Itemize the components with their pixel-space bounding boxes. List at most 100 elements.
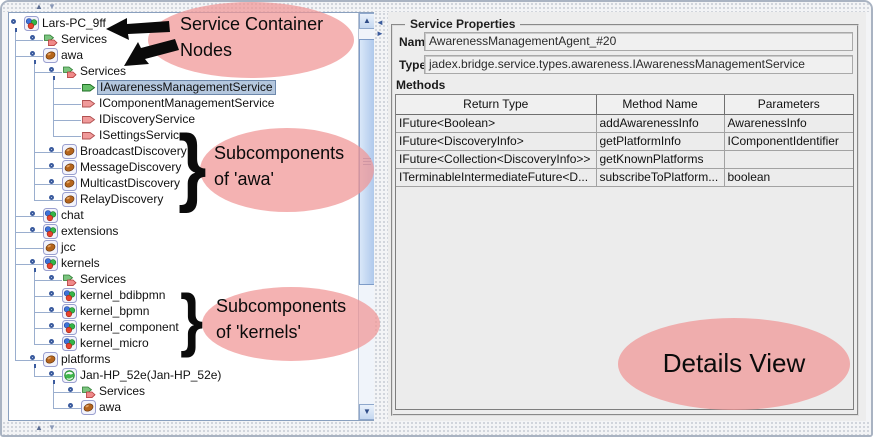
methods-table-cell[interactable]: ITerminableIntermediateFuture<D...	[396, 168, 597, 187]
methods-table-cell[interactable]: subscribeToPlatform...	[596, 168, 725, 187]
tree-node-label[interactable]: awa	[61, 48, 84, 62]
tree-expand-handle-icon[interactable]	[49, 307, 54, 312]
scroll-down-button[interactable]: ▼	[359, 404, 375, 420]
tree-node-services[interactable]: Services	[9, 64, 358, 80]
tree-node-label[interactable]: Services	[80, 272, 127, 286]
methods-table-cell[interactable]: getPlatformInfo	[596, 132, 725, 151]
methods-table-cell[interactable]: addAwarenessInfo	[596, 114, 725, 133]
tree-node-chat[interactable]: chat	[9, 208, 358, 224]
tree-node-jan-hp-52e-jan-hp-52e-[interactable]: Jan-HP_52e(Jan-HP_52e)	[9, 368, 358, 384]
tree-node-kernels[interactable]: kernels	[9, 256, 358, 272]
tree-node-label[interactable]: MessageDiscovery	[80, 160, 182, 174]
tree-node-label[interactable]: MulticastDiscovery	[80, 176, 181, 190]
tree-node-label[interactable]: jcc	[61, 240, 76, 254]
tree-node-services[interactable]: Services	[9, 272, 358, 288]
divider-collapse-down-icon[interactable]: ▼	[48, 2, 56, 11]
tree-expand-handle-icon[interactable]	[68, 387, 73, 392]
split-divider-top[interactable]: ▲ ▼	[2, 2, 871, 12]
tree-collapse-handle-icon[interactable]	[30, 259, 35, 264]
methods-table-cell[interactable]: IComponentIdentifier	[724, 132, 853, 151]
type-field[interactable]: jadex.bridge.service.types.awareness.IAw…	[424, 55, 853, 74]
tree-node-label[interactable]: IAwarenessManagementService	[97, 80, 276, 95]
methods-column-header[interactable]: Method Name	[596, 95, 725, 115]
tree-node-label[interactable]: BroadcastDiscovery	[80, 144, 187, 158]
tree-collapse-handle-icon[interactable]	[11, 19, 16, 24]
tree-node-awa[interactable]: awa	[9, 400, 358, 416]
tree-node-awa[interactable]: awa	[9, 48, 358, 64]
tree-vertical-scrollbar[interactable]: ▲ ▼	[358, 13, 375, 420]
methods-column-header[interactable]: Parameters	[724, 95, 853, 115]
methods-table-cell[interactable]: IFuture<Boolean>	[396, 114, 597, 133]
tree-node-kernel-bpmn[interactable]: kernel_bpmn	[9, 304, 358, 320]
tree-collapse-handle-icon[interactable]	[49, 371, 54, 376]
methods-table-cell[interactable]: getKnownPlatforms	[596, 150, 725, 169]
tree-node-idiscoveryservice[interactable]: IDiscoveryService	[9, 112, 358, 128]
tree-node-lars-pc-9ff[interactable]: Lars-PC_9ff	[9, 16, 358, 32]
divider-collapse-up-icon[interactable]: ▲	[35, 2, 43, 11]
tree-node-label[interactable]: ISettingsService	[99, 128, 186, 142]
tree-expand-handle-icon[interactable]	[49, 179, 54, 184]
tree-node-icomponentmanagementservice[interactable]: IComponentManagementService	[9, 96, 358, 112]
tree-node-label[interactable]: kernel_micro	[80, 336, 149, 350]
tree-node-label[interactable]: platforms	[61, 352, 111, 366]
scroll-up-button[interactable]: ▲	[359, 13, 375, 29]
tree-node-iawarenessmanagementservice[interactable]: IAwarenessManagementService	[9, 80, 358, 96]
tree-node-label[interactable]: Services	[99, 384, 146, 398]
tree-collapse-handle-icon[interactable]	[49, 67, 54, 72]
tree-node-services[interactable]: Services	[9, 32, 358, 48]
tree-expand-handle-icon[interactable]	[30, 211, 35, 216]
tree-collapse-handle-icon[interactable]	[30, 355, 35, 360]
name-field[interactable]: AwarenessManagementAgent_#20	[424, 32, 853, 51]
tree-node-kernel-micro[interactable]: kernel_micro	[9, 336, 358, 352]
tree-node-label[interactable]: kernel_bdibpmn	[80, 288, 166, 302]
methods-column-header[interactable]: Return Type	[396, 95, 597, 115]
tree-node-kernel-bdibpmn[interactable]: kernel_bdibpmn	[9, 288, 358, 304]
tree-node-label[interactable]: kernel_component	[80, 320, 179, 334]
tree-node-label[interactable]: IComponentManagementService	[99, 96, 275, 110]
methods-table-cell[interactable]: IFuture<Collection<DiscoveryInfo>>	[396, 150, 597, 169]
divider-collapse-up-icon[interactable]: ▲	[35, 423, 43, 432]
tree-node-label[interactable]: kernels	[61, 256, 100, 270]
tree-expand-handle-icon[interactable]	[49, 291, 54, 296]
tree-node-label[interactable]: Services	[61, 32, 108, 46]
tree-expand-handle-icon[interactable]	[49, 163, 54, 168]
methods-table-cell[interactable]: AwarenessInfo	[724, 114, 853, 133]
tree-collapse-handle-icon[interactable]	[30, 51, 35, 56]
tree-node-label[interactable]: Services	[80, 64, 127, 78]
tree-expand-handle-icon[interactable]	[49, 195, 54, 200]
tree-node-services[interactable]: Services	[9, 384, 358, 400]
tree-node-label[interactable]: IDiscoveryService	[99, 112, 196, 126]
tree-expand-handle-icon[interactable]	[49, 339, 54, 344]
tree-node-platforms[interactable]: platforms	[9, 352, 358, 368]
divider-collapse-left-icon[interactable]: ◄	[376, 18, 384, 27]
tree-node-relaydiscovery[interactable]: RelayDiscovery	[9, 192, 358, 208]
tree-node-label[interactable]: chat	[61, 208, 84, 222]
split-divider-bottom[interactable]: ▲ ▼	[2, 421, 871, 435]
tree-node-isettingsservice[interactable]: ISettingsService	[9, 128, 358, 144]
tree-expand-handle-icon[interactable]	[49, 323, 54, 328]
tree-expand-handle-icon[interactable]	[68, 403, 73, 408]
tree-expand-handle-icon[interactable]	[49, 275, 54, 280]
tree-expand-handle-icon[interactable]	[49, 147, 54, 152]
tree-expand-handle-icon[interactable]	[30, 35, 35, 40]
tree-node-messagediscovery[interactable]: MessageDiscovery	[9, 160, 358, 176]
methods-table-row[interactable]: ITerminableIntermediateFuture<D...subscr…	[396, 168, 853, 187]
methods-table-row[interactable]: IFuture<Collection<DiscoveryInfo>>getKno…	[396, 150, 853, 169]
divider-collapse-right-icon[interactable]: ►	[376, 29, 384, 38]
split-divider-vertical[interactable]: ◄ ►	[374, 12, 388, 421]
tree-node-label[interactable]: extensions	[61, 224, 119, 238]
tree-node-jcc[interactable]: jcc	[9, 240, 358, 256]
tree-node-label[interactable]: RelayDiscovery	[80, 192, 164, 206]
methods-table-cell[interactable]	[724, 150, 853, 169]
tree-node-label[interactable]: Jan-HP_52e(Jan-HP_52e)	[80, 368, 222, 382]
tree-node-multicastdiscovery[interactable]: MulticastDiscovery	[9, 176, 358, 192]
methods-table-cell[interactable]: IFuture<DiscoveryInfo>	[396, 132, 597, 151]
methods-table-cell[interactable]: boolean	[724, 168, 853, 187]
tree-expand-handle-icon[interactable]	[30, 227, 35, 232]
tree-node-kernel-component[interactable]: kernel_component	[9, 320, 358, 336]
